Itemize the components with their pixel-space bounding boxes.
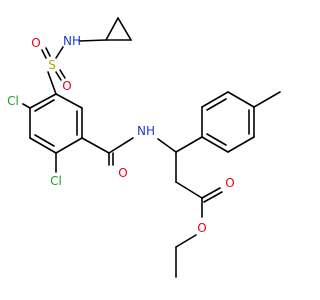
bond	[41, 49, 47, 59]
bond	[206, 98, 227, 111]
amide-nh-label: NH	[137, 124, 155, 138]
ester-oxygen-label: O	[197, 221, 206, 235]
bond	[78, 39, 107, 42]
bond	[22, 103, 31, 109]
bond	[203, 191, 223, 203]
bond	[105, 17, 119, 41]
sulfonamide-nh-label: NH	[63, 34, 81, 48]
bond	[55, 137, 83, 154]
bond	[227, 136, 255, 153]
bond	[47, 71, 57, 95]
bond	[29, 93, 57, 109]
bond	[55, 71, 62, 81]
bond	[34, 99, 55, 112]
bond	[108, 137, 134, 154]
sulfonyl-oxygen-bottom-label: O	[62, 79, 71, 93]
atom-labels: NH S O O Cl Cl O NH O O	[7, 34, 235, 235]
bonds	[22, 17, 281, 278]
bond	[201, 187, 221, 199]
bond	[206, 133, 227, 146]
bond	[81, 137, 110, 154]
bond	[55, 93, 83, 109]
bond	[201, 136, 229, 153]
bond	[227, 91, 255, 108]
bond	[175, 181, 203, 199]
ester-carbonyl-oxygen-label: O	[225, 176, 234, 190]
bond	[201, 91, 229, 108]
sulfonyl-oxygen-top-label: O	[31, 36, 40, 50]
molecule-drawing: NH S O O Cl Cl O NH O O	[0, 0, 300, 300]
bond	[117, 17, 132, 41]
bond	[59, 69, 66, 79]
bond	[34, 134, 55, 147]
bond	[175, 234, 197, 248]
sulfur-label: S	[48, 58, 56, 72]
bond	[45, 47, 51, 57]
chlorine-lower-label: Cl	[50, 174, 62, 188]
bond	[29, 137, 57, 154]
bond	[157, 138, 177, 153]
bond	[175, 136, 203, 153]
structure-diagram: NH S O O Cl Cl O NH O O	[0, 0, 300, 300]
background	[0, 0, 300, 300]
bond	[55, 46, 64, 59]
chlorine-upper-label: Cl	[7, 94, 19, 108]
bond	[253, 91, 281, 108]
amide-oxygen-label: O	[118, 166, 127, 180]
